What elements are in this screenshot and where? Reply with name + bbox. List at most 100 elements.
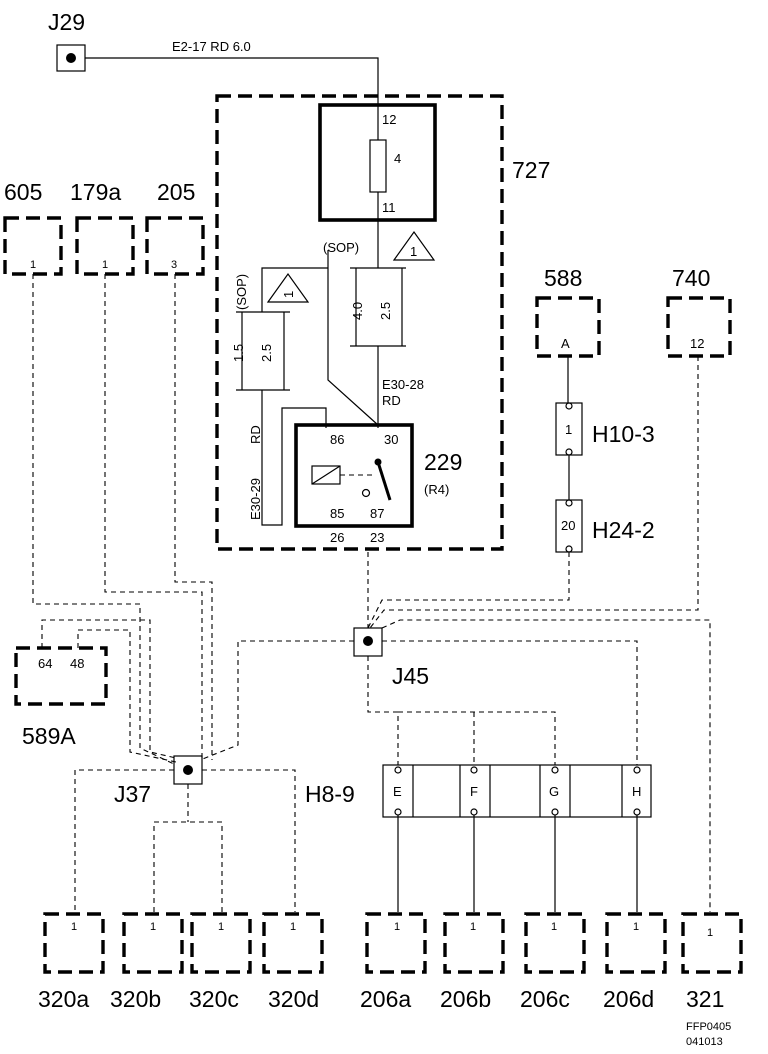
wire-23-label: 23 — [370, 530, 384, 545]
h10-3-label: H10-3 — [592, 421, 655, 447]
c320d-label: 320d — [268, 986, 319, 1012]
h8-9-connector — [382, 764, 652, 818]
svg-text:1: 1 — [218, 921, 224, 933]
rd-left-label: RD — [248, 425, 263, 444]
svg-text:1: 1 — [633, 921, 639, 933]
c206c-label: 206c — [520, 986, 570, 1012]
c205-label: 205 — [157, 179, 195, 205]
size-2-5-left: 2.5 — [259, 344, 274, 362]
connector-320d — [262, 912, 324, 974]
j37-label: J37 — [114, 781, 151, 807]
c205-pin: 3 — [171, 259, 177, 271]
svg-text:1: 1 — [707, 927, 713, 939]
c179a-pin: 1 — [102, 259, 108, 271]
h8-9-pin-h: H — [632, 784, 641, 799]
wire-left-branch — [261, 267, 328, 312]
h8-9-pin-f: F — [470, 784, 478, 799]
connector-320c — [190, 912, 252, 974]
relay-contact-87 — [361, 488, 371, 498]
c605-pin: 1 — [30, 259, 36, 271]
h8-9-dividers — [412, 765, 623, 817]
svg-text:1: 1 — [470, 921, 476, 933]
c740-pin: 12 — [690, 336, 704, 351]
box-727-label: 727 — [512, 157, 550, 183]
connector-740 — [666, 296, 732, 358]
c206d-label: 206d — [603, 986, 654, 1012]
j29-node — [66, 53, 76, 63]
relay-r4-label: (R4) — [424, 482, 449, 497]
size-bracket-right — [350, 267, 406, 347]
size-1-5: 1.5 — [231, 344, 246, 362]
connector-206a — [365, 912, 427, 974]
relay-pin-30: 30 — [384, 432, 398, 447]
svg-text:1: 1 — [290, 921, 296, 933]
h8-9-pin-g: G — [549, 784, 559, 799]
wire-e2-17 — [85, 57, 379, 108]
h24-2-label: H24-2 — [592, 517, 655, 543]
svg-text:1: 1 — [551, 921, 557, 933]
connector-321 — [681, 912, 743, 974]
c588-label: 588 — [544, 265, 582, 291]
fuse-symbol — [369, 139, 387, 193]
ref-code-1: FFP0405 — [686, 1021, 731, 1033]
h24-2-pin: 20 — [561, 518, 575, 533]
connector-206c — [524, 912, 586, 974]
warning-triangle-right — [392, 230, 436, 261]
relay-229-label: 229 — [424, 449, 462, 475]
fuse-pin-11: 11 — [382, 200, 396, 215]
c320a-label: 320a — [38, 986, 89, 1012]
size-2-5-right: 2.5 — [378, 302, 393, 320]
h8-9-terminals — [394, 766, 641, 816]
rd-right-label: RD — [382, 393, 401, 408]
ref-code-2: 041013 — [686, 1036, 723, 1048]
j37-node — [183, 765, 193, 775]
fuse-value: 4 — [394, 151, 401, 166]
bottom-pins: 1 1 1 1 1 1 1 1 1 — [71, 921, 713, 939]
c320b-label: 320b — [110, 986, 161, 1012]
j45-node — [363, 636, 373, 646]
j45-wires — [199, 356, 711, 912]
connector-320a — [43, 912, 105, 974]
wire-26-label: 26 — [330, 530, 344, 545]
j45-label: J45 — [392, 663, 429, 689]
relay-pin-85: 85 — [330, 506, 344, 521]
warning-triangle-left — [266, 272, 310, 303]
c321-label: 321 — [686, 986, 724, 1012]
connector-589a — [14, 646, 108, 706]
warning-num-right: 1 — [410, 244, 417, 259]
relay-coil-diag — [311, 465, 341, 485]
wire-e2-17-label: E2-17 RD 6.0 — [172, 39, 251, 54]
j37-wires — [32, 274, 296, 912]
wire-sop-branch — [327, 250, 379, 426]
c740-label: 740 — [672, 265, 710, 291]
box-727 — [215, 94, 504, 551]
e30-28-label: E30-28 — [382, 377, 424, 392]
c206b-label: 206b — [440, 986, 491, 1012]
bottom-connectors — [43, 912, 743, 974]
relay-pin-86: 86 — [330, 432, 344, 447]
size-4-0: 4.0 — [350, 302, 365, 320]
connector-206d — [605, 912, 667, 974]
size-bracket-left — [236, 311, 290, 391]
sop-right-label: (SOP) — [323, 240, 359, 255]
relay-229 — [294, 423, 414, 528]
c179a-label: 179a — [70, 179, 121, 205]
svg-text:1: 1 — [394, 921, 400, 933]
connector-320b — [122, 912, 184, 974]
svg-text:1: 1 — [71, 921, 77, 933]
c206a-label: 206a — [360, 986, 411, 1012]
e30-29-label: E30-29 — [248, 478, 263, 520]
sop-left-label: (SOP) — [234, 274, 249, 310]
h8-9-label: H8-9 — [305, 781, 355, 807]
connector-206b — [443, 912, 505, 974]
relay-switch-arm — [376, 461, 392, 501]
warning-num-left: 1 — [281, 291, 296, 298]
relay-pin-87: 87 — [370, 506, 384, 521]
h8-9-pin-e: E — [393, 784, 402, 799]
c589a-label: 589A — [22, 723, 76, 749]
j29-label: J29 — [48, 9, 85, 35]
c589a-pin-64: 64 — [38, 656, 52, 671]
c320c-label: 320c — [189, 986, 239, 1012]
